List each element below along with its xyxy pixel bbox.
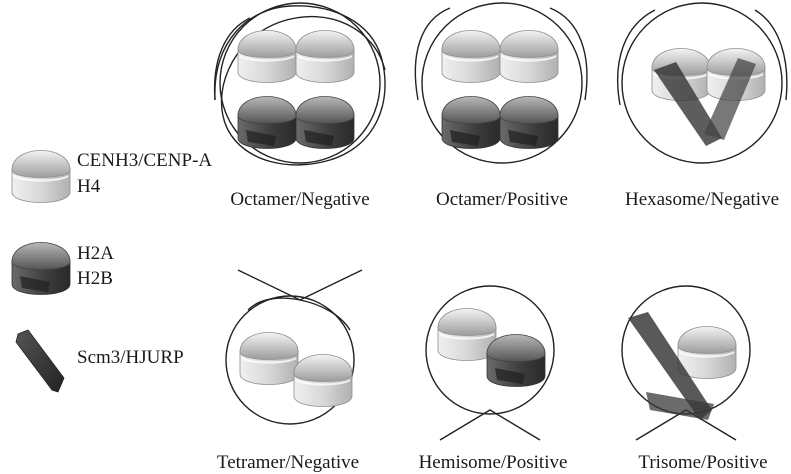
panel-caption: Tetramer/Negative <box>217 452 359 473</box>
h2a-h2b-histone <box>442 97 500 149</box>
legend-label-h4: H4 <box>77 176 101 197</box>
scm3-chaperone-icon <box>16 330 64 392</box>
dna-strand <box>618 10 655 105</box>
cenh3-h4-histone <box>500 31 558 83</box>
legend-label-cenh3: CENH3/CENP-A <box>77 150 212 171</box>
panel-hemisome-positive: Hemisome/Positive <box>419 286 568 473</box>
cenh3-h4-histone-icon <box>12 151 70 203</box>
panel-octamer-positive: Octamer/Positive <box>415 3 587 210</box>
panel-hexasome-negative: Hexasome/Negative <box>618 3 787 210</box>
panel-caption: Octamer/Negative <box>230 189 369 210</box>
panel-caption: Hemisome/Positive <box>419 452 568 473</box>
cenh3-h4-histone <box>238 31 296 83</box>
cenh3-h4-histone <box>678 327 736 379</box>
panel-caption: Octamer/Positive <box>436 189 568 210</box>
dna-strand <box>238 270 362 300</box>
panel-caption: Hexasome/Negative <box>625 189 779 210</box>
cenh3-h4-histone <box>442 31 500 83</box>
scm3-chaperone <box>646 392 714 420</box>
legend-scm3: Scm3/HJURP <box>16 330 184 392</box>
legend-label-scm3: Scm3/HJURP <box>77 347 184 368</box>
panel-caption: Trisome/Positive <box>638 452 767 473</box>
cenh3-h4-histone <box>296 31 354 83</box>
legend-cenh3-h4: CENH3/CENP-A H4 <box>12 150 212 203</box>
legend-h2a-h2b: H2A H2B <box>12 243 114 295</box>
panel-octamer-negative: Octamer/Negative <box>215 3 385 210</box>
dna-wrap <box>248 298 350 330</box>
legend-label-h2b: H2B <box>77 268 113 289</box>
h2a-h2b-histone <box>238 97 296 149</box>
legend-label-h2a: H2A <box>77 243 114 264</box>
h2a-h2b-histone <box>487 335 545 387</box>
panel-tetramer-negative: Tetramer/Negative <box>217 270 362 473</box>
h2a-h2b-histone <box>296 97 354 149</box>
legend: CENH3/CENP-A H4 H2A H2B Scm3/HJURP <box>12 150 212 392</box>
cenh3-h4-histone <box>240 333 298 385</box>
cenh3-h4-histone <box>294 355 352 407</box>
h2a-h2b-histone <box>500 97 558 149</box>
h2a-h2b-histone-icon <box>12 243 70 295</box>
panel-trisome-positive: Trisome/Positive <box>622 286 768 473</box>
